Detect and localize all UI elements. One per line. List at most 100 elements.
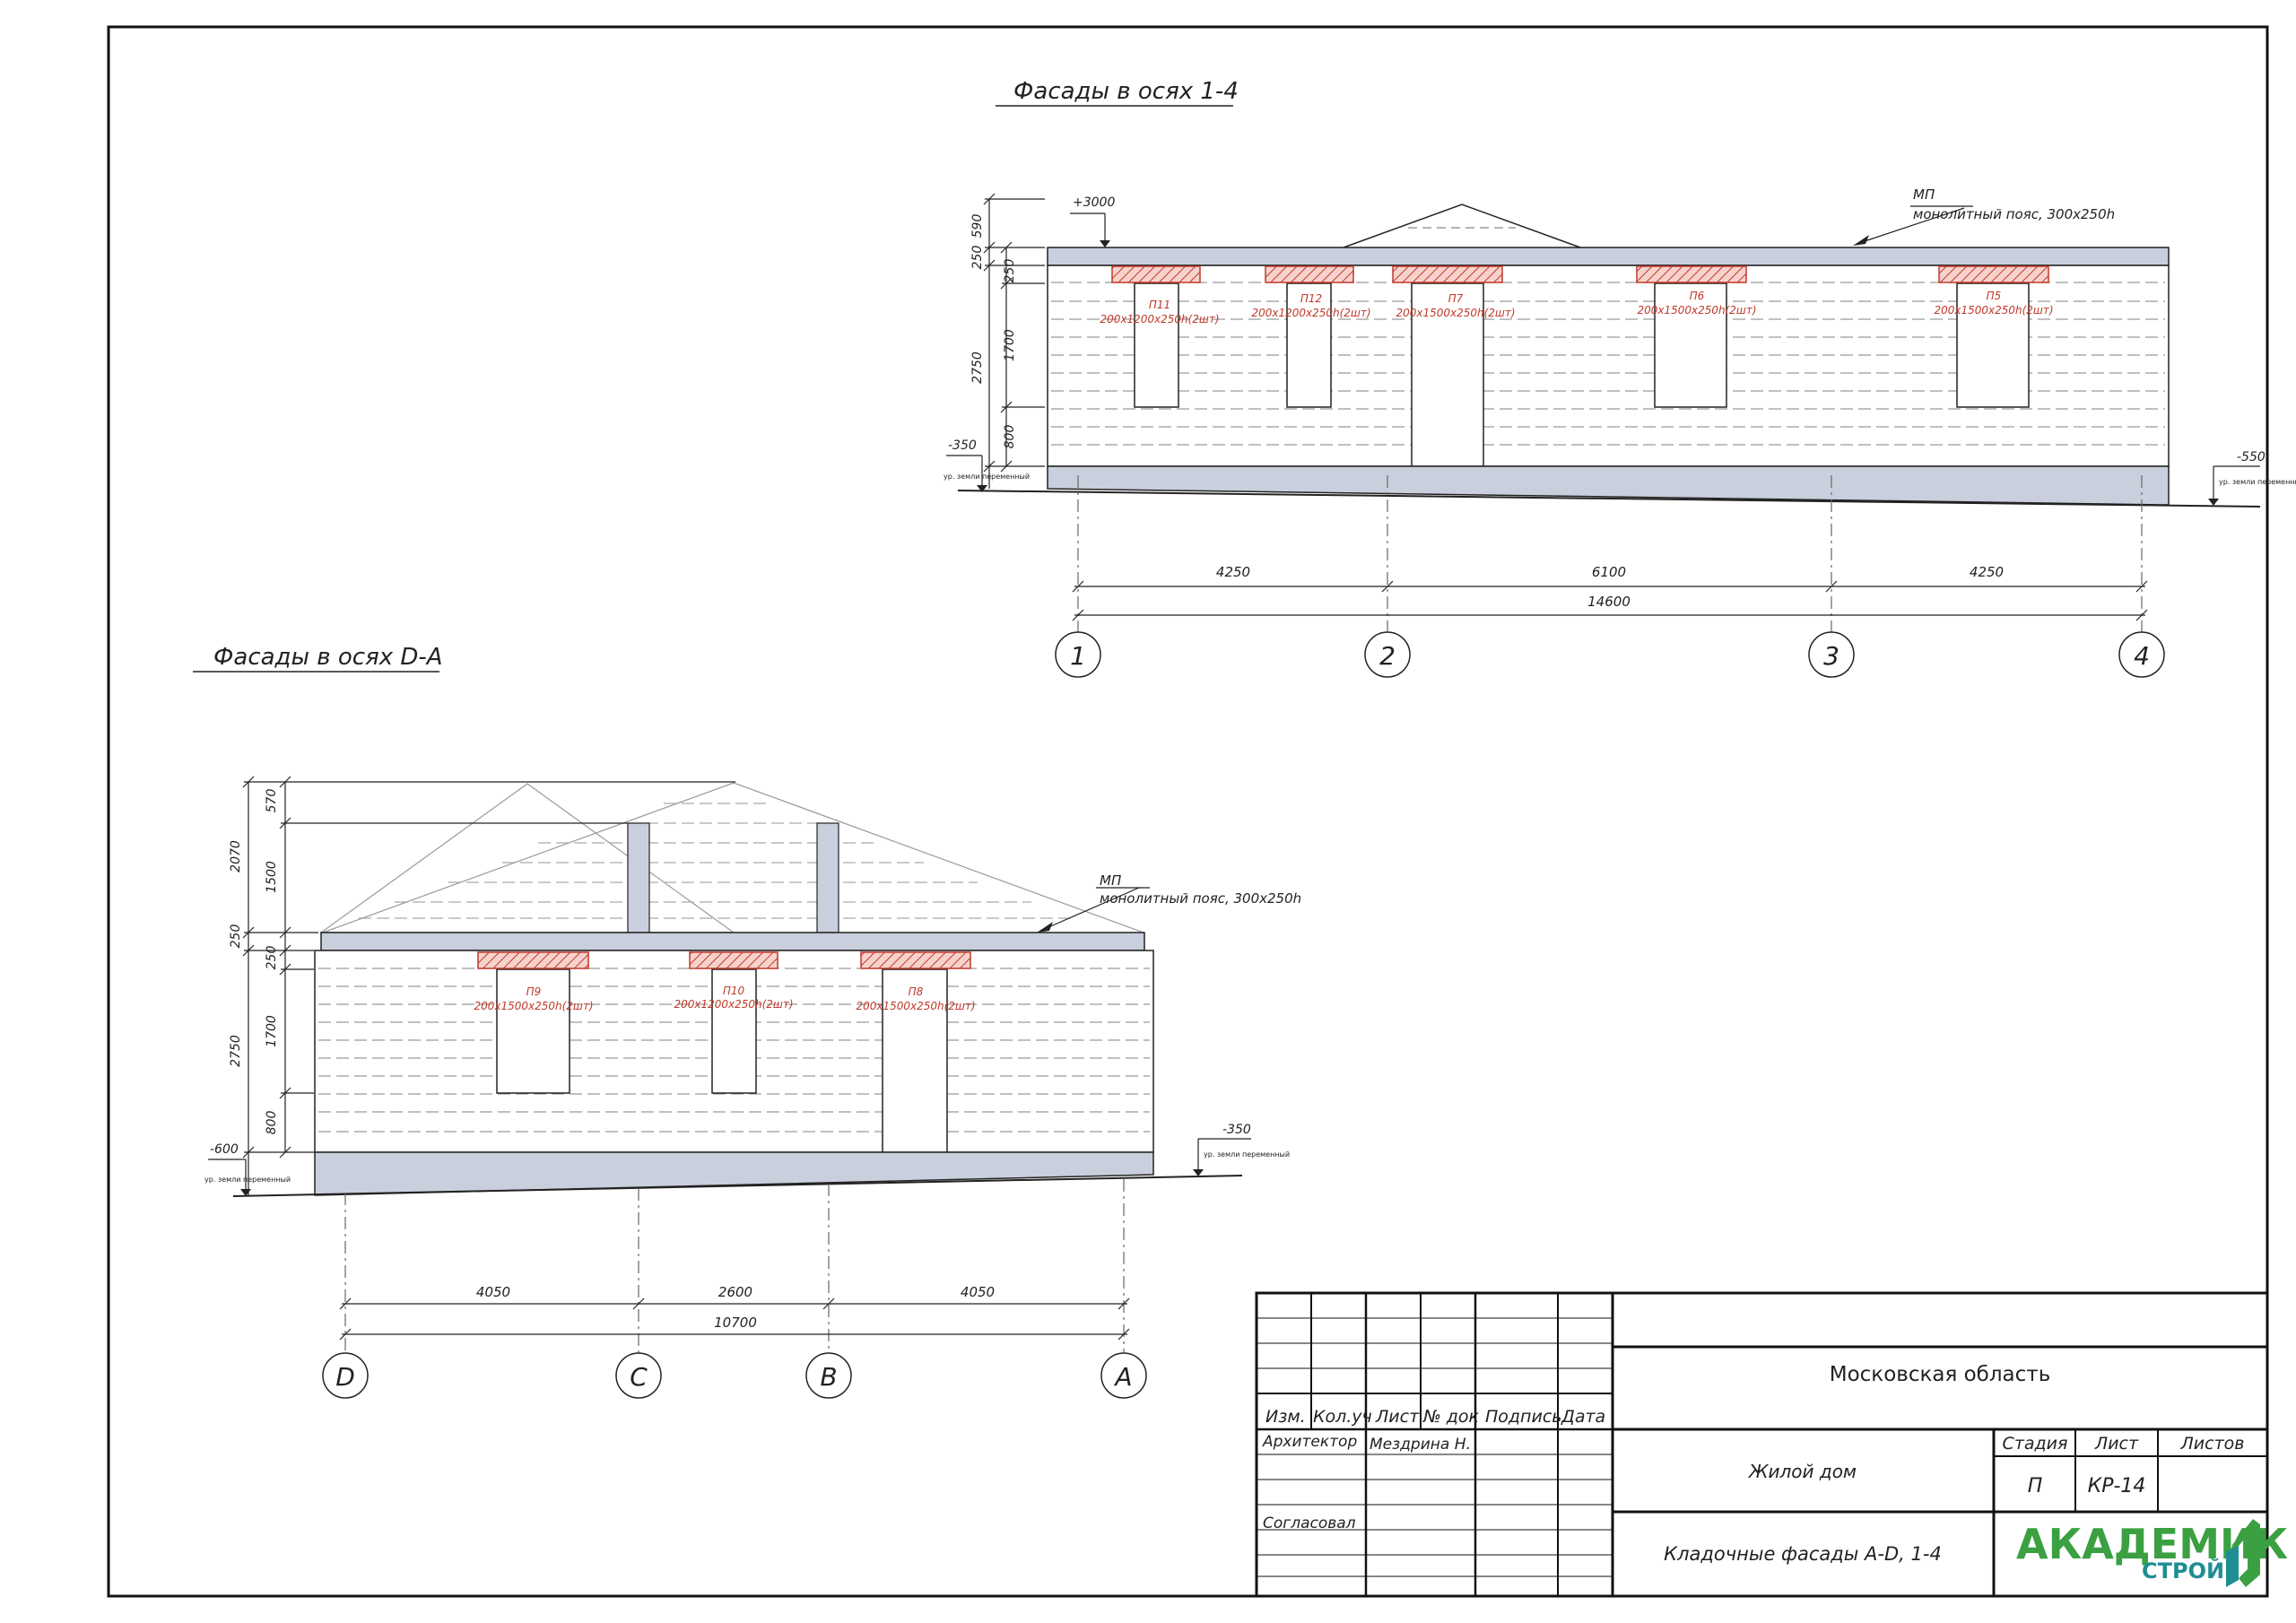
window-opening xyxy=(1134,282,1179,408)
dim-part: 250 xyxy=(1003,259,1017,283)
title-block xyxy=(1255,1291,2269,1598)
plinth xyxy=(314,1151,1154,1196)
dim-part: 800 xyxy=(1003,425,1017,449)
lintel-code: П12 xyxy=(1300,292,1322,305)
stage-value: П xyxy=(2028,1475,2043,1497)
axis-bubble xyxy=(322,1352,369,1399)
door-opening xyxy=(882,968,948,1153)
stamp-header: Кол.уч xyxy=(1313,1407,1372,1427)
axis-bubble xyxy=(1364,631,1411,678)
lintel xyxy=(860,951,971,969)
axis-label: D xyxy=(335,1362,355,1392)
lintel-spec: 200x1200x250h(2шт) xyxy=(674,998,793,1011)
facade-d-a-title: Фасады в осях D-A xyxy=(213,644,443,671)
architect-label: Архитектор xyxy=(1262,1433,1357,1451)
lintel-code: П5 xyxy=(1987,290,2002,302)
lintel-spec: 200x1200x250h(2шт) xyxy=(1100,313,1219,325)
window-opening xyxy=(1956,282,2030,408)
total-dim: 14600 xyxy=(1587,594,1631,610)
lintel-spec: 200x1200x250h(2шт) xyxy=(1251,307,1370,319)
axis-bubble xyxy=(1055,631,1101,678)
gable-post xyxy=(816,822,839,933)
dim-part: 1700 xyxy=(265,1015,279,1047)
lintel-spec: 200x1500x250h(2шт) xyxy=(1934,304,2053,317)
level-top: +3000 xyxy=(1073,195,1115,210)
logo-line2: СТРОЙ xyxy=(2142,1558,2224,1584)
ground-note: ур. земли переменный xyxy=(204,1176,291,1184)
dim-part: 250 xyxy=(265,946,279,970)
lintel-spec: 200x1500x250h(2шт) xyxy=(474,1000,593,1012)
lintel xyxy=(1938,265,2049,283)
window-opening xyxy=(711,968,757,1094)
axis-label: A xyxy=(1113,1362,1132,1392)
logo-mark xyxy=(2231,1519,2260,1587)
axis-bubble xyxy=(1100,1352,1147,1399)
facade-1-4-title: Фасады в осях 1-4 xyxy=(1013,78,1239,105)
span-dim: 6100 xyxy=(1592,564,1626,580)
facade-1-4: Фасады в осях 1-4 xyxy=(944,78,2296,678)
window-opening xyxy=(1654,282,1727,408)
masonry-courses xyxy=(1051,282,2165,446)
sheet-value: КР-14 xyxy=(2088,1475,2146,1497)
lintel-code: П6 xyxy=(1690,290,1705,302)
facade-d-a: Фасады в осях D-A xyxy=(193,644,1301,1399)
axis-bubble xyxy=(2118,631,2165,678)
sheet-frame xyxy=(107,25,2269,1598)
axis-label: 4 xyxy=(2134,641,2150,671)
lintel xyxy=(1636,265,1747,283)
dim-wall: 2750 xyxy=(970,352,985,384)
lintel xyxy=(1392,265,1503,283)
lintel-code: П11 xyxy=(1149,299,1170,311)
sheet-name: Кладочные фасады A-D, 1-4 xyxy=(1664,1543,1942,1565)
sheet-label: Лист xyxy=(2094,1434,2139,1454)
axis-bubble xyxy=(805,1352,852,1399)
lintel-code: П7 xyxy=(1448,292,1464,305)
dim-gable-part: 570 xyxy=(265,789,279,813)
monolithic-belt xyxy=(320,932,1145,951)
stamp-header: Лист xyxy=(1375,1407,1420,1427)
company-logo: АКАДЕМИК СТРОЙ xyxy=(2016,1519,2288,1587)
ground-note: ур. земли переменный xyxy=(944,473,1030,481)
axis-label: 2 xyxy=(1379,641,1396,671)
axis-label: B xyxy=(820,1362,837,1392)
axis-label: 1 xyxy=(1070,641,1086,671)
belt-note: монолитный пояс, 300x250h xyxy=(1913,206,2115,222)
axis-label: C xyxy=(630,1362,648,1392)
axis-bubble xyxy=(615,1352,662,1399)
object-name: Жилой дом xyxy=(1747,1461,1857,1482)
lintel xyxy=(1111,265,1201,283)
ground-line xyxy=(232,1175,1243,1197)
lintel xyxy=(1265,265,1354,283)
lintel xyxy=(477,951,589,969)
lintel-spec: 200x1500x250h(2шт) xyxy=(856,1000,975,1012)
approved-label: Согласовал xyxy=(1263,1515,1356,1532)
span-dim: 2600 xyxy=(718,1284,752,1300)
level-left: -600 xyxy=(210,1142,239,1157)
roof-gable xyxy=(1343,204,1581,248)
dim-part: 1700 xyxy=(1003,329,1017,361)
lintel-code: П8 xyxy=(909,985,924,998)
sheets-label: Листов xyxy=(2180,1434,2245,1454)
dim-gable-part: 1500 xyxy=(265,861,279,893)
stamp-header: Изм. xyxy=(1265,1407,1306,1427)
lintel-code: П9 xyxy=(526,985,542,998)
axis-bubble xyxy=(1808,631,1855,678)
lintel-spec: 200x1500x250h(2шт) xyxy=(1637,304,1756,317)
total-dim: 10700 xyxy=(714,1315,757,1331)
dim-gable: 2070 xyxy=(229,840,243,872)
dim-part: 800 xyxy=(265,1111,279,1135)
span-dim: 4250 xyxy=(1970,564,2004,580)
ground-note: ур. земли переменный xyxy=(2219,478,2296,486)
gable-post xyxy=(627,822,650,933)
dim-outer: 250 xyxy=(970,246,985,270)
lintel xyxy=(689,951,778,969)
door-opening xyxy=(1411,282,1484,467)
stamp-header: Подпись xyxy=(1485,1407,1561,1427)
lintel-code: П10 xyxy=(723,985,745,997)
dim-outer: 590 xyxy=(970,214,985,239)
dim-belt: 250 xyxy=(229,924,243,949)
axis-label: 3 xyxy=(1823,641,1839,671)
monolithic-belt xyxy=(1047,247,2170,266)
dim-wall: 2750 xyxy=(229,1035,243,1067)
